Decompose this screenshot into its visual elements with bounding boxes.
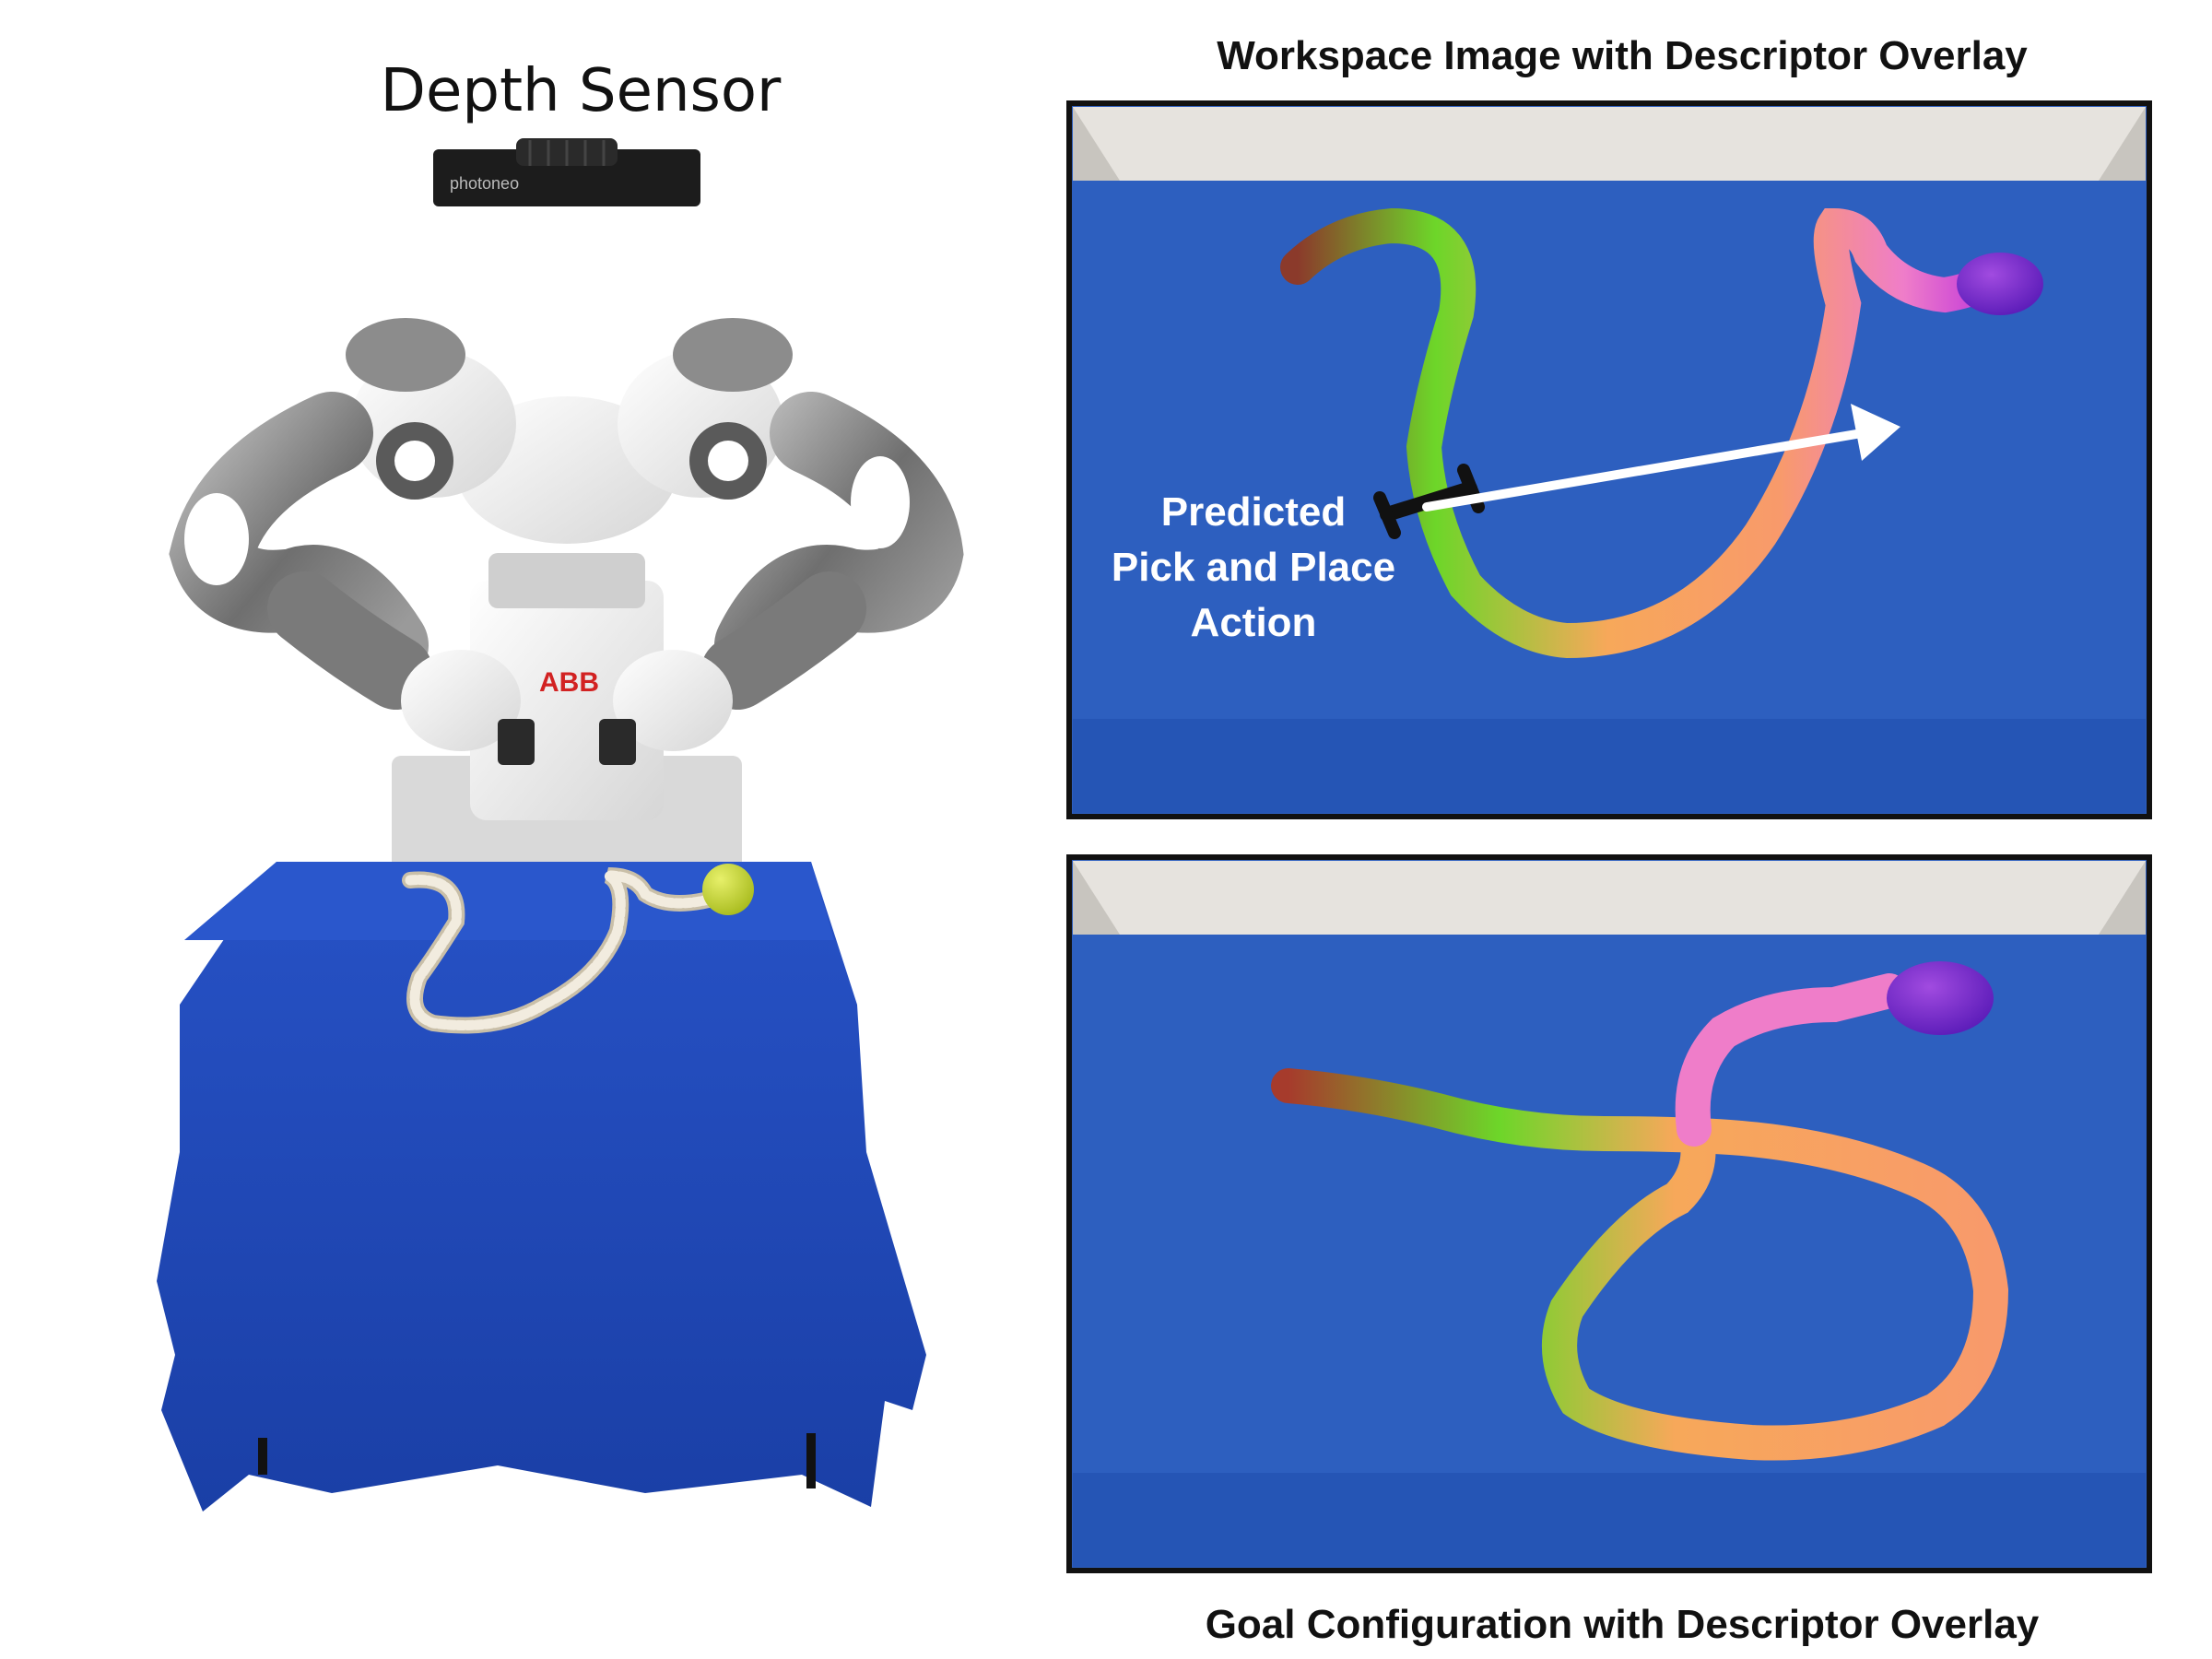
abb-yumi-robot: ABB <box>169 318 964 885</box>
robot-brand-text: ABB <box>539 667 599 698</box>
action-arrow-icon <box>1422 404 1900 512</box>
annotation-line-2: Pick and Place <box>1111 545 1396 590</box>
annotation-line-1: Predicted <box>1160 489 1347 535</box>
goal-panel <box>1066 854 2152 1573</box>
workspace-panel <box>1066 100 2152 819</box>
workspace-descriptor-rope <box>1280 207 2004 659</box>
goal-descriptor-rope-lower <box>1271 1068 2009 1461</box>
workspace-panel-title: Workspace Image with Descriptor Overlay <box>1217 33 2028 78</box>
goal-descriptor-rope-upper <box>1675 973 1907 1147</box>
annotation-line-3: Action <box>1190 600 1317 645</box>
goal-panel-title: Goal Configuration with Descriptor Overl… <box>1205 1602 2040 1647</box>
depth-sensor-title: Depth Sensor <box>380 57 782 125</box>
sensor-brand-text: photoneo <box>450 174 519 193</box>
table <box>157 862 926 1512</box>
workspace-ball <box>1957 253 2043 315</box>
predicted-action-label: Predicted Pick and Place Action <box>1078 485 1429 651</box>
goal-ball <box>1887 961 1994 1035</box>
depth-sensor: photoneo <box>433 138 700 206</box>
